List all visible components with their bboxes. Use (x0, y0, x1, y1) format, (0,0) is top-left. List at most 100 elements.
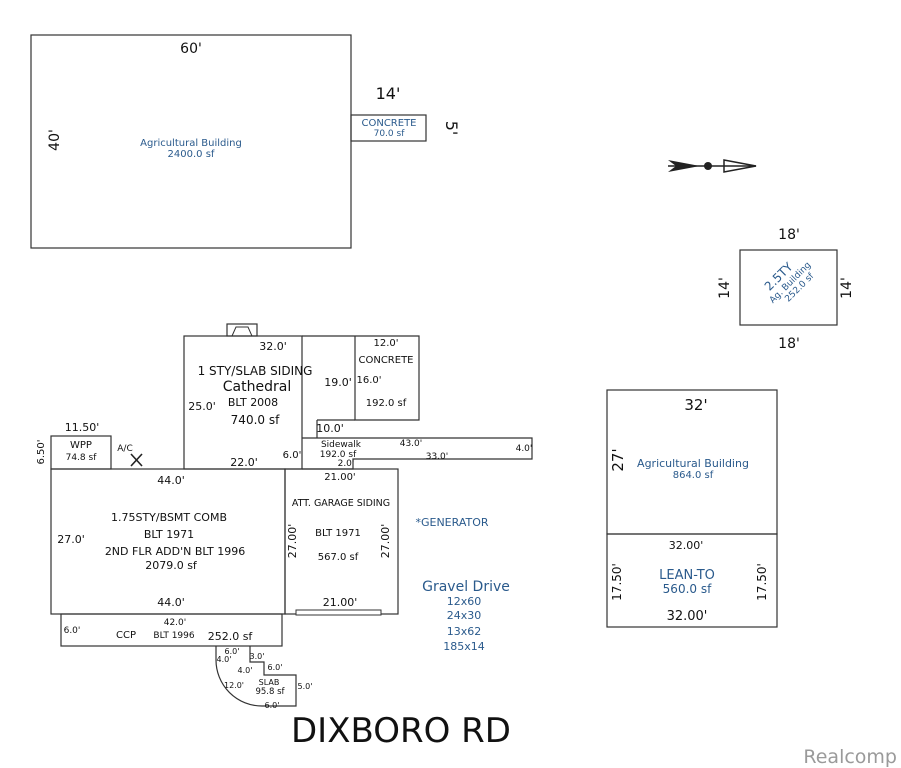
sidewalk-top: 43.0' (400, 439, 423, 449)
watermark-label: Realcomp (803, 746, 897, 768)
slab-area: 95.8 sf (255, 687, 285, 697)
gravel-drive-title: Gravel Drive (422, 579, 510, 595)
lean-to-outline (606, 533, 778, 628)
ag-building-small-top: 18' (778, 227, 800, 243)
ag-building-small-bottom: 18' (778, 336, 800, 352)
cathedral-bottom-dim: 22.0' (230, 456, 258, 469)
north-arrow-icon (668, 159, 757, 173)
lean-to-label: LEAN-TO (659, 568, 715, 583)
cathedral-left-dim: 25.0' (188, 400, 216, 413)
gravel-drive-line: 24x30 (447, 609, 482, 622)
cathedral-label3: BLT 2008 (228, 396, 278, 409)
concrete-right-top: 12.0' (373, 338, 398, 349)
ag-building-main-area: 2400.0 sf (168, 149, 215, 160)
ag-building-main-label: Agricultural Building (140, 138, 242, 149)
slab-outline (215, 646, 297, 707)
slab-d5: 4.0' (238, 666, 253, 675)
cathedral-right-dim: 6.0' (283, 450, 302, 461)
slab-d3: 3.0' (250, 652, 265, 661)
concrete-pad-top-area: 70.0 sf (374, 129, 406, 139)
wpp-width: 11.50' (65, 421, 100, 434)
sidewalk-small: 2.0' (338, 459, 355, 469)
main-house-line2: BLT 1971 (144, 528, 194, 541)
main-house-area: 2079.0 sf (145, 559, 198, 572)
wpp: 11.50' 6.50' WPP 74.8 sf (36, 421, 112, 470)
sidewalk-label: Sidewalk (321, 440, 362, 450)
wpp-height: 6.50' (36, 439, 47, 464)
garage-label2: BLT 1971 (315, 528, 361, 539)
ccp-label: CCP (116, 630, 136, 641)
cathedral-area: 740.0 sf (231, 413, 280, 427)
concrete-pad-top: 14' 5' CONCRETE 70.0 sf (350, 84, 461, 142)
garage-bottom: 21.00' (323, 596, 358, 609)
ag-building-main-width: 60' (180, 41, 202, 57)
garage-door (295, 609, 382, 616)
garage-area: 567.0 sf (318, 552, 359, 563)
wpp-area: 74.8 sf (66, 453, 98, 463)
main-house-line1: 1.75STY/BSMT COMB (111, 511, 227, 524)
gravel-drive-line: 185x14 (443, 640, 485, 653)
main-house-line3: 2ND FLR ADD'N BLT 1996 (105, 545, 245, 558)
ag-building-right: 32' 27' Agricultural Building 864.0 sf (606, 389, 778, 535)
concrete-right-left: 19.0' (324, 376, 352, 389)
main-house-outline (50, 468, 286, 615)
main-house-left: 27.0' (57, 533, 85, 546)
cathedral-label1: 1 STY/SLAB SIDING (198, 364, 313, 378)
wpp-label: WPP (70, 440, 92, 451)
cathedral-addition: 32.0' 25.0' 22.0' 6.0' 1 STY/SLAB SIDING… (183, 323, 313, 470)
lean-to: 32.00' 17.50' 17.50' LEAN-TO 560.0 sf 32… (606, 533, 778, 628)
ag-building-main: 60' 40' Agricultural Building 2400.0 sf (30, 34, 352, 249)
slab: 6.0' 4.0' 3.0' 6.0' 4.0' 12.0' SLAB 95.8… (215, 646, 313, 710)
ac-unit: A/C (117, 444, 143, 467)
road-label: DIXBORO RD (291, 711, 511, 751)
lean-to-top: 32.00' (669, 539, 704, 552)
main-house-bottom: 44.0' (157, 596, 185, 609)
lean-to-left: 17.50' (610, 563, 624, 601)
main-house-top: 44.0' (157, 474, 185, 487)
ccp-top: 42.0' (164, 618, 187, 628)
concrete-right-label: CONCRETE (358, 355, 413, 366)
ag-building-small: 18' 18' 14' 14' 2.5TY Ag. Building 252.0… (717, 227, 855, 352)
concrete-pad-top-label: CONCRETE (361, 118, 416, 129)
concrete-pad-top-width: 14' (376, 84, 401, 103)
sidewalk-area: 192.0 sf (320, 450, 357, 460)
ag-building-main-height: 40' (47, 129, 63, 151)
cathedral-label2: Cathedral (223, 379, 291, 395)
gravel-drive-line: 13x62 (447, 625, 482, 638)
garage-label1: ATT. GARAGE SIDING (292, 498, 390, 509)
ccp-built: BLT 1996 (153, 631, 194, 641)
concrete-right-area: 192.0 sf (366, 398, 407, 409)
slab-d2: 4.0' (217, 655, 232, 664)
ag-building-right-side: 27' (609, 448, 627, 471)
concrete-pad-top-outline (350, 114, 427, 142)
concrete-right-side: 16.0' (356, 375, 381, 386)
main-house: 44.0' 27.0' 1.75STY/BSMT COMB BLT 1971 2… (50, 468, 286, 615)
gravel-drive: Gravel Drive 12x60 24x30 13x62 185x14 (422, 579, 510, 653)
slab-d4: 6.0' (268, 663, 283, 672)
attached-garage: 21.00' ATT. GARAGE SIDING BLT 1971 567.0… (284, 468, 399, 616)
cathedral-top-dim: 32.0' (259, 340, 287, 353)
concrete-right: 12.0' CONCRETE 16.0' 19.0' 192.0 sf 10.0… (302, 335, 420, 438)
lean-to-area: 560.0 sf (663, 582, 712, 596)
garage-right: 27.00' (379, 524, 392, 559)
ccp-area: 252.0 sf (208, 630, 254, 643)
ac-x-icon (130, 453, 143, 467)
ag-building-small-right: 14' (839, 277, 855, 299)
slab-label: SLAB (259, 678, 280, 687)
garage-top: 21.00' (324, 472, 355, 483)
ag-building-right-label: Agricultural Building (637, 457, 749, 470)
ccp-porch: 42.0' 6.0' CCP BLT 1996 252.0 sf (60, 613, 283, 647)
concrete-pad-top-height: 5' (442, 121, 461, 136)
ag-building-right-top: 32' (684, 396, 707, 414)
slab-d7: 5.0' (298, 682, 313, 691)
sidewalk-right: 4.0' (516, 444, 533, 454)
ag-building-right-area: 864.0 sf (673, 470, 714, 481)
gravel-drive-line: 12x60 (447, 595, 482, 608)
concrete-right-bottom: 10.0' (316, 422, 344, 435)
ccp-left: 6.0' (64, 626, 81, 636)
lean-to-bottom: 32.00' (667, 609, 708, 624)
ag-building-small-left: 14' (717, 277, 733, 299)
generator-label: *GENERATOR (415, 516, 488, 529)
